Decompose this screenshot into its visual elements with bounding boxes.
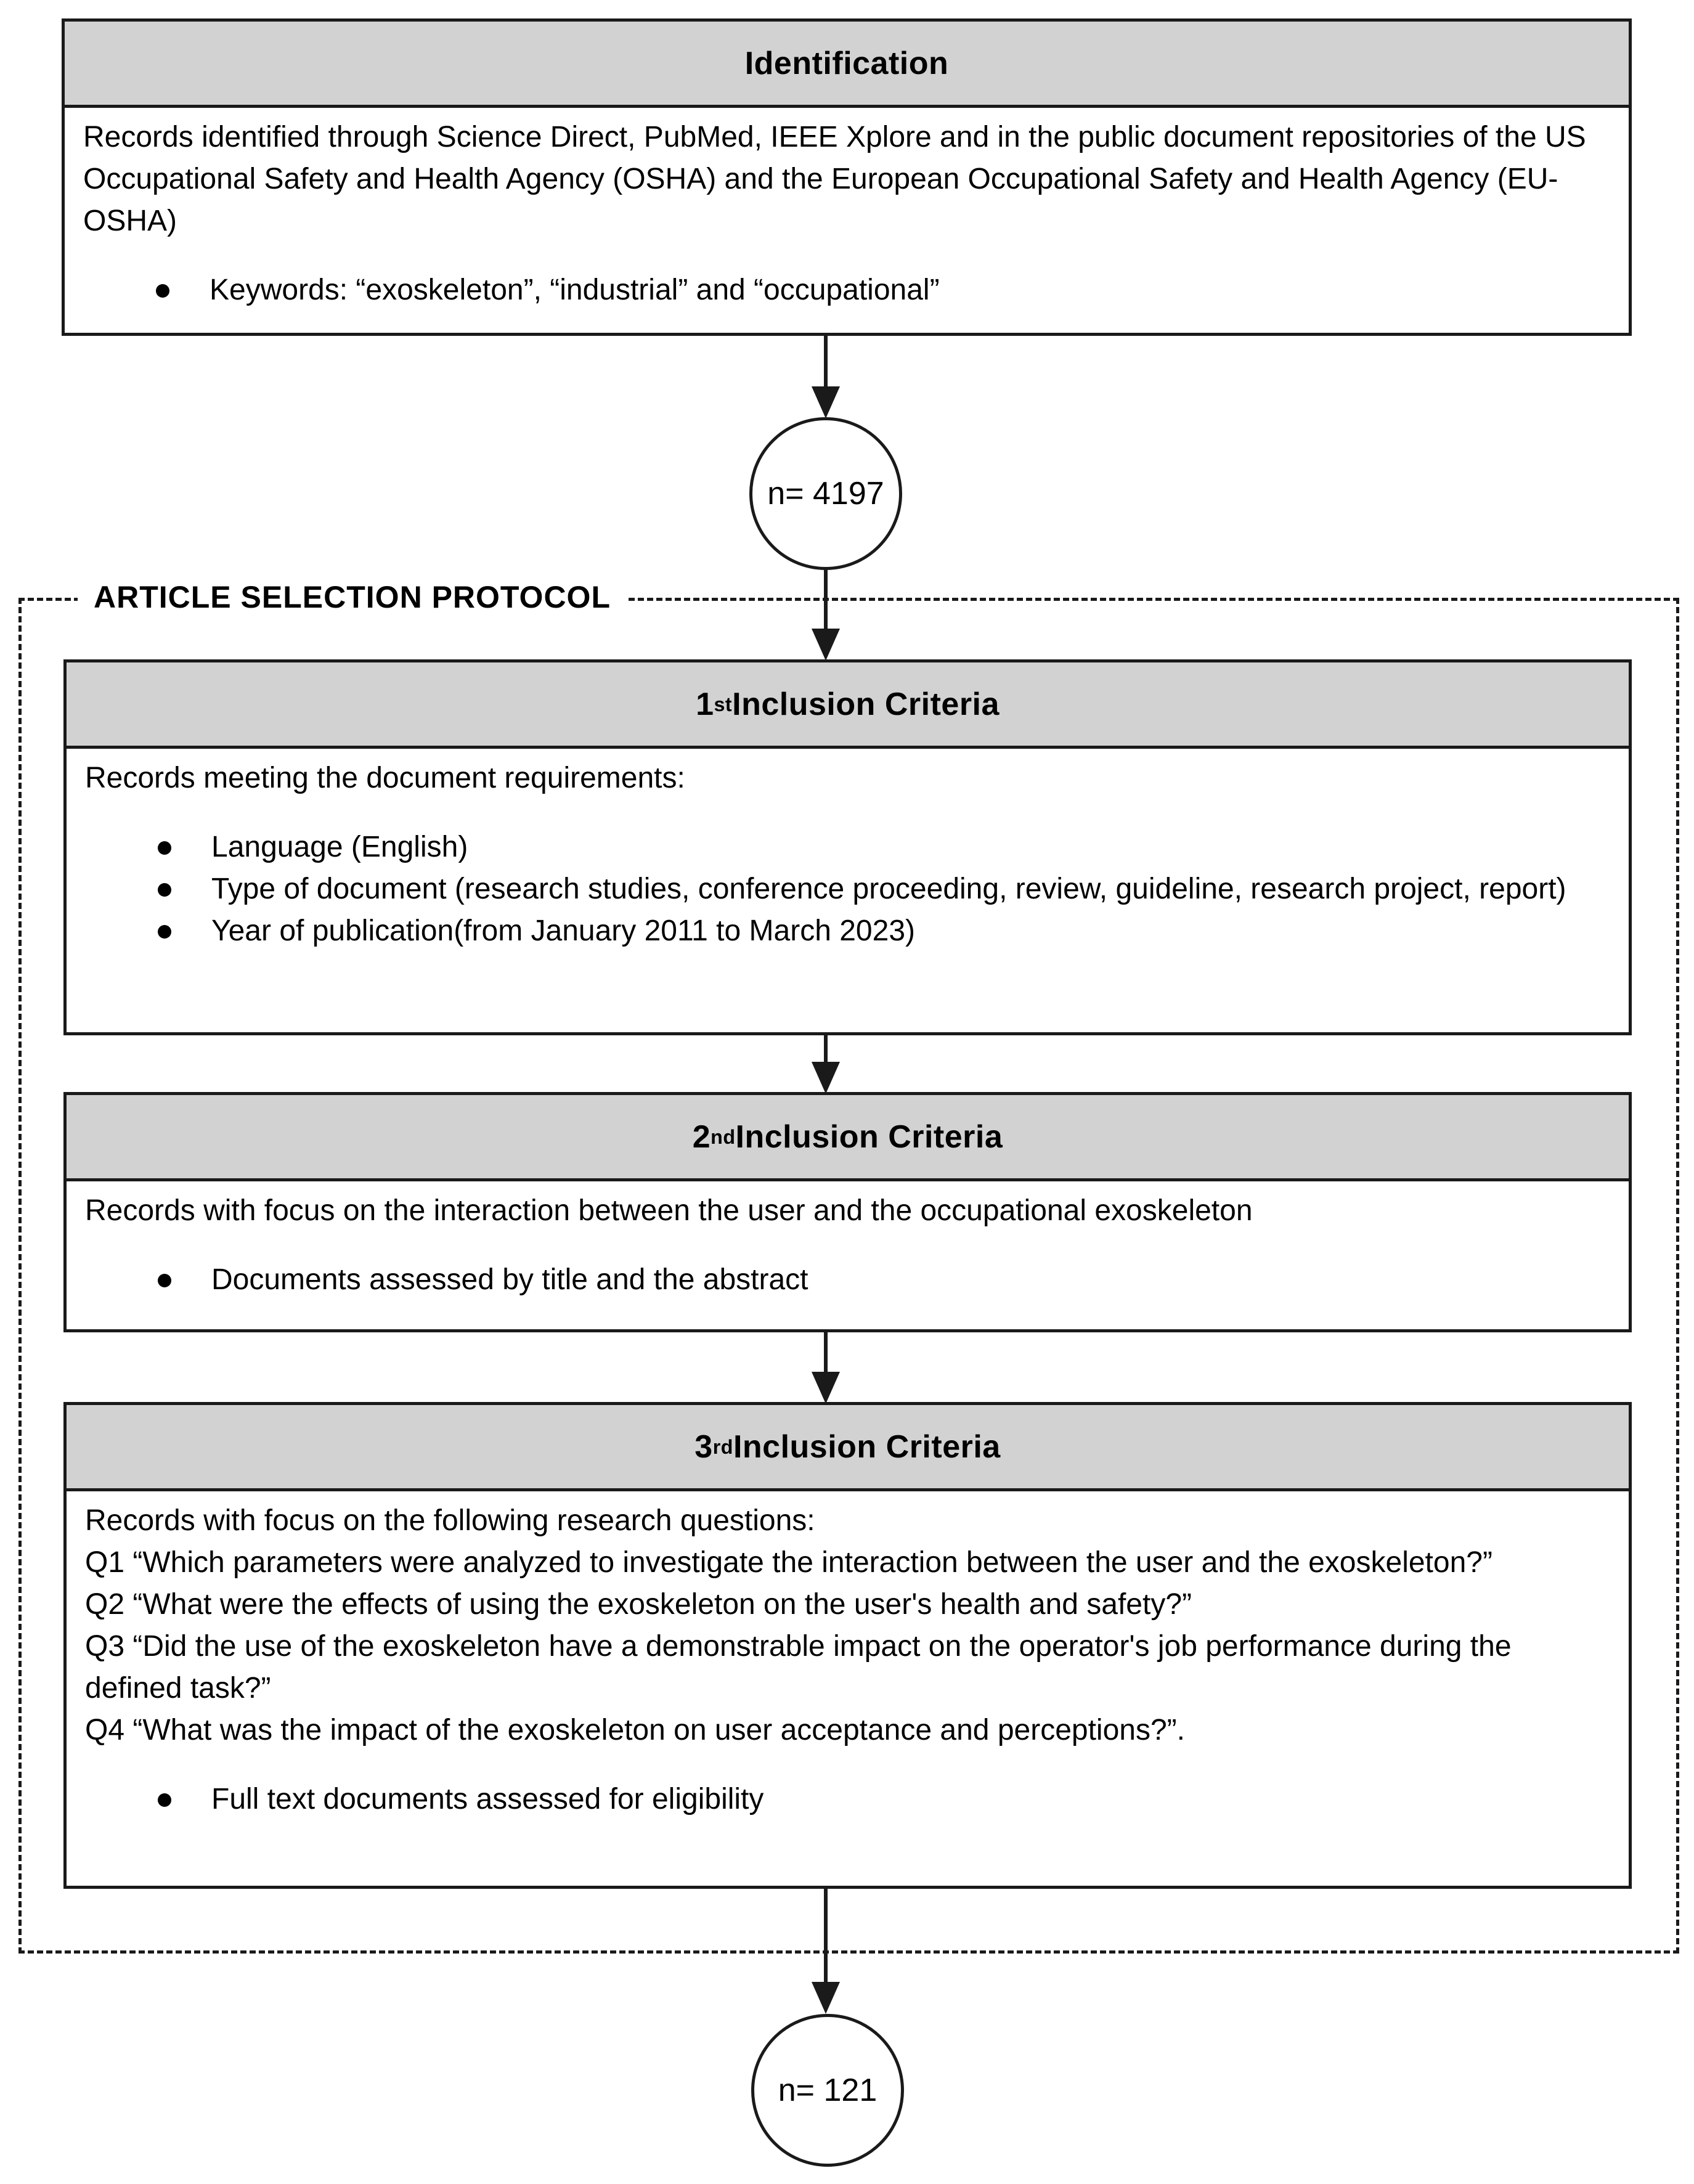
criteria2-box-body: Records with focus on the interaction be… — [67, 1181, 1629, 1301]
flow-arrow — [812, 1889, 840, 2014]
flow-arrow — [812, 570, 840, 661]
arrow-down-icon — [812, 1062, 840, 1094]
flow-arrow — [812, 1332, 840, 1404]
arrow-shaft — [824, 1332, 828, 1385]
bullet-item: Year of publication(from January 2011 to… — [85, 910, 1606, 952]
arrow-shaft — [824, 1035, 828, 1075]
body-line: Q4 “What was the impact of the exoskelet… — [85, 1714, 1185, 1746]
box-title: 1 — [696, 686, 714, 722]
flow-arrow — [812, 336, 840, 418]
box-title-rest: Inclusion Criteria — [735, 1118, 1003, 1155]
protocol-dashed-region — [18, 598, 1679, 1954]
body-line: Q2 “What were the effects of using the e… — [85, 1588, 1192, 1621]
count-node-label: n= 121 — [778, 2072, 878, 2108]
arrow-down-icon — [812, 1372, 840, 1404]
body-line: Records meeting the document requirement… — [85, 762, 685, 794]
count-node-top: n= 4197 — [749, 417, 902, 570]
protocol-region-label: ARTICLE SELECTION PROTOCOL — [78, 577, 627, 617]
count-node-bottom: n= 121 — [751, 2014, 904, 2167]
identification-box-body: Records identified through Science Direc… — [65, 108, 1629, 311]
criteria3-box-body: Records with focus on the following rese… — [67, 1491, 1629, 1820]
criteria1-box-body: Records meeting the document requirement… — [67, 749, 1629, 952]
bullet-item: Full text documents assessed for eligibi… — [85, 1779, 1606, 1820]
body-line: Records with focus on the following rese… — [85, 1504, 815, 1537]
arrow-shaft — [824, 570, 828, 642]
identification-box: Identification Records identified throug… — [62, 18, 1632, 336]
box-title-rest: Inclusion Criteria — [732, 686, 1000, 722]
body-line: Q1 “Which parameters were analyzed to in… — [85, 1546, 1492, 1579]
count-node-label: n= 4197 — [767, 476, 884, 511]
box-title-rest: Inclusion Criteria — [733, 1428, 1001, 1465]
box-title: 2 — [692, 1118, 711, 1155]
arrow-shaft — [824, 1889, 828, 1995]
arrow-down-icon — [812, 629, 840, 661]
arrow-shaft — [824, 336, 828, 400]
box-title: Identification — [744, 45, 949, 81]
body-line: Q3 “Did the use of the exoskeleton have … — [85, 1630, 1512, 1705]
body-line: Records identified through Science Direc… — [83, 121, 1586, 237]
flow-arrow — [812, 1035, 840, 1094]
arrow-down-icon — [812, 386, 840, 418]
bullet-item: Language (English) — [85, 826, 1606, 868]
identification-box-header: Identification — [65, 22, 1629, 108]
bullet-item: Documents assessed by title and the abst… — [85, 1259, 1606, 1301]
bullet-item: Keywords: “exoskeleton”, “industrial” an… — [83, 269, 1606, 311]
body-line: Records with focus on the interaction be… — [85, 1194, 1253, 1227]
arrow-down-icon — [812, 1982, 840, 2014]
box-title: 3 — [694, 1428, 713, 1465]
bullet-item: Type of document (research studies, conf… — [85, 868, 1606, 910]
